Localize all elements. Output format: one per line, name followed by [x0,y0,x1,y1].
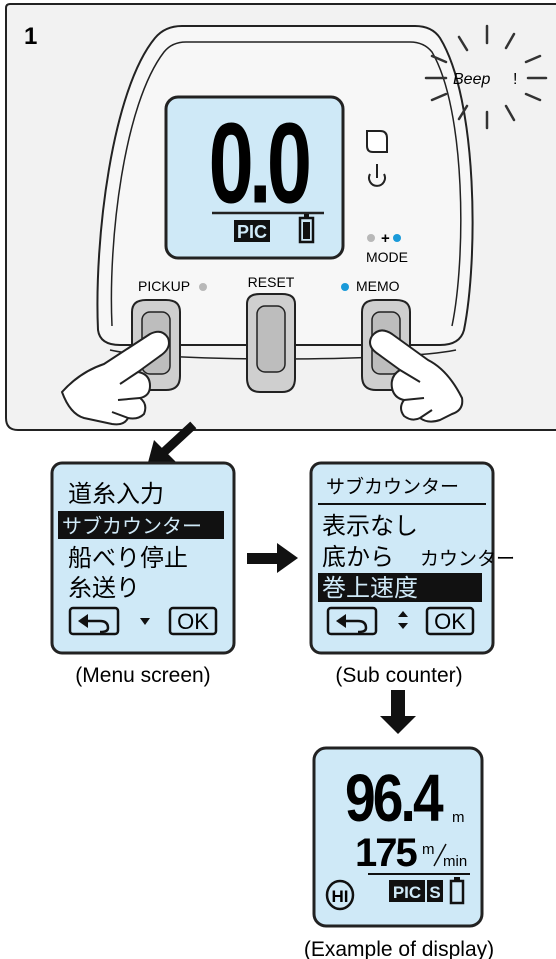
example-speed-value: 175 [355,831,417,875]
beep-burst [424,24,548,130]
sub-counter-item-1b: カウンター [420,548,515,570]
example-display-caption: (Example of display) [304,938,494,959]
menu-item-0: 道糸入力 [68,480,164,508]
example-speed-unit-bottom: min [443,853,467,870]
example-display-lcd: 96.4 m 175 m min HI PIC S [312,746,484,928]
sub-counter-item-1: 底から [322,543,394,571]
example-pic-label: PIC [393,883,421,902]
mode-hint: + MODE [366,230,408,265]
memo-led [341,283,349,291]
left-hand-icon [61,330,170,426]
menu-item-2: 船べり停止 [68,544,188,572]
menu-screen-lcd: 道糸入力 サブカウンター 船べり停止 糸送り OK [50,461,236,655]
sub-counter-selection-bar [318,573,482,602]
example-s-label: S [429,883,440,902]
pickup-led [199,283,207,291]
menu-item-1: サブカウンター [62,514,202,538]
main-lcd-value: 0.0 [209,100,310,228]
reset-label: RESET [248,274,295,290]
menu-screen-caption: (Menu screen) [75,664,210,687]
menu-back-icon [68,606,120,636]
menu-down-icon [140,618,150,625]
sub-counter-back-icon [326,606,378,636]
step-number: 1 [24,23,37,50]
sub-counter-ok-label: OK [434,609,466,634]
sub-counter-item-2: 巻上速度 [322,574,418,602]
main-lcd: 0.0 PIC [164,95,345,260]
reset-button[interactable] [246,293,296,393]
hi-indicator: HI [325,879,355,911]
example-battery-icon [449,877,465,905]
sub-counter-item-0: 表示なし [322,512,418,540]
svg-text:!: ! [513,71,517,88]
mode-label: MODE [366,249,408,265]
pickup-label: PICKUP [138,278,190,294]
memo-label: MEMO [356,278,400,294]
menu-ok-label: OK [177,609,209,634]
sub-counter-updown-icon [398,611,408,629]
sub-counter-caption: (Sub counter) [335,664,462,687]
mode-plus: + [381,230,390,247]
menu-item-3: 糸送り [68,574,140,602]
arrow-right-icon [247,543,298,573]
power-button[interactable] [366,130,388,187]
sub-counter-lcd: サブカウンター 表示なし 底から カウンター 巻上速度 OK [309,461,515,655]
battery-icon [298,214,315,244]
right-hand-icon [369,329,464,423]
beep-text: Beep [453,71,490,88]
example-depth-unit: m [452,809,465,826]
pic-mode-indicator: PIC [237,222,267,242]
menu-selection-bar [58,511,224,539]
example-depth-value: 96.4 [345,761,444,835]
arrow-down-icon [380,690,416,734]
sub-counter-title: サブカウンター [326,475,459,498]
example-hi-label: HI [332,887,349,906]
power-icon [368,164,386,187]
example-speed-unit-top: m [422,841,435,858]
